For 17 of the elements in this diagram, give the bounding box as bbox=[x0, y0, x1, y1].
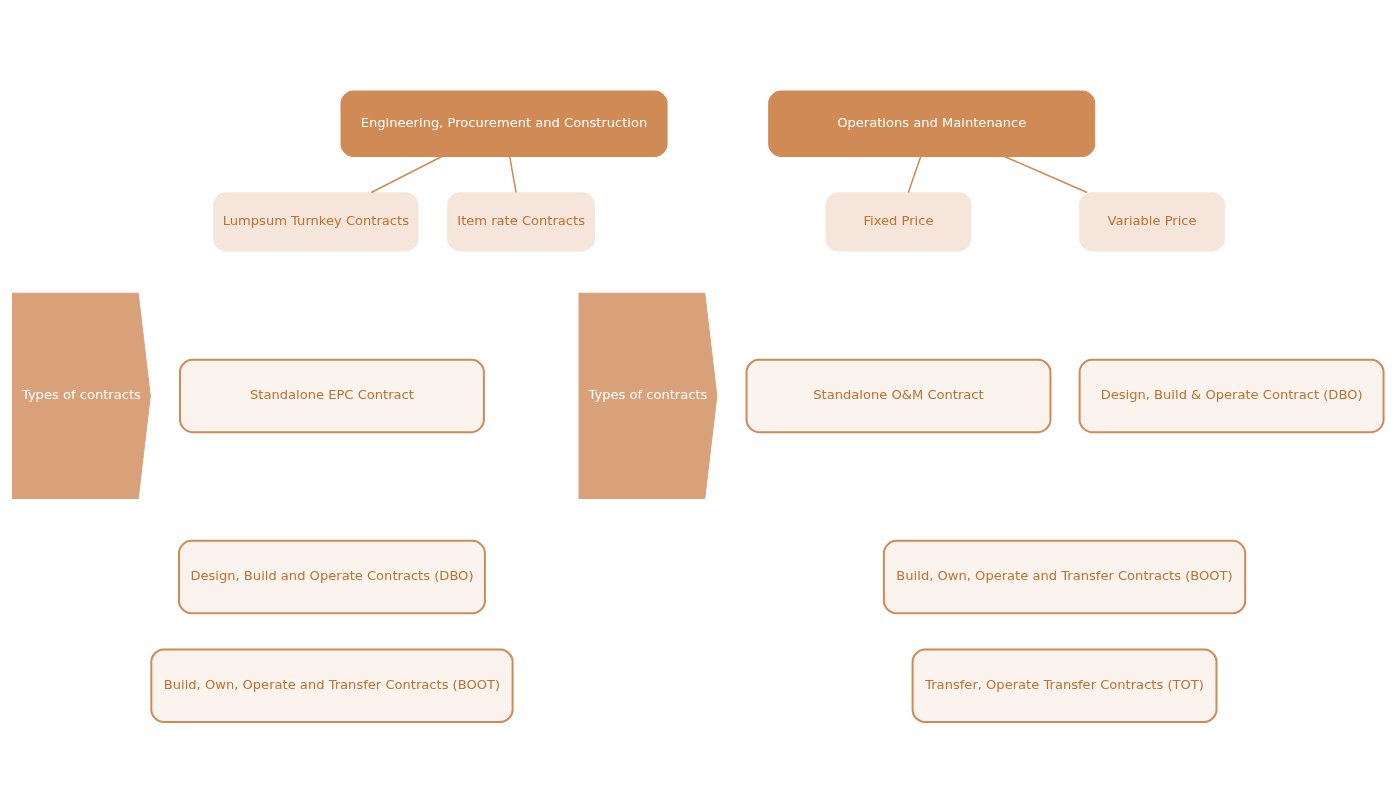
connector bbox=[370, 155, 443, 193]
connector bbox=[1003, 155, 1088, 193]
node-box: Fixed Price bbox=[825, 191, 972, 252]
node-box: Variable Price bbox=[1079, 191, 1226, 252]
node-box: Design, Build and Operate Contracts (DBO) bbox=[178, 539, 486, 614]
node-box: Standalone EPC Contract bbox=[179, 358, 485, 433]
node-box: Design, Build & Operate Contract (DBO) bbox=[1078, 358, 1385, 433]
node-box: Lumpsum Turnkey Contracts bbox=[213, 191, 419, 252]
connector bbox=[508, 155, 517, 193]
node-box: Engineering, Procurement and Construction bbox=[340, 90, 668, 157]
node-box: Operations and Maintenance bbox=[768, 90, 1096, 157]
node-box: Item rate Contracts bbox=[447, 191, 596, 252]
node-box: Build, Own, Operate and Transfer Contracts (BOOT) bbox=[150, 648, 514, 723]
connector bbox=[907, 155, 922, 193]
node-box: Transfer, Operate Transfer Contracts (TOT) bbox=[911, 648, 1218, 723]
node-box: Build, Own, Operate and Transfer Contracts (BOOT) bbox=[882, 539, 1247, 614]
node-box: Standalone O&M Contract bbox=[745, 358, 1052, 433]
